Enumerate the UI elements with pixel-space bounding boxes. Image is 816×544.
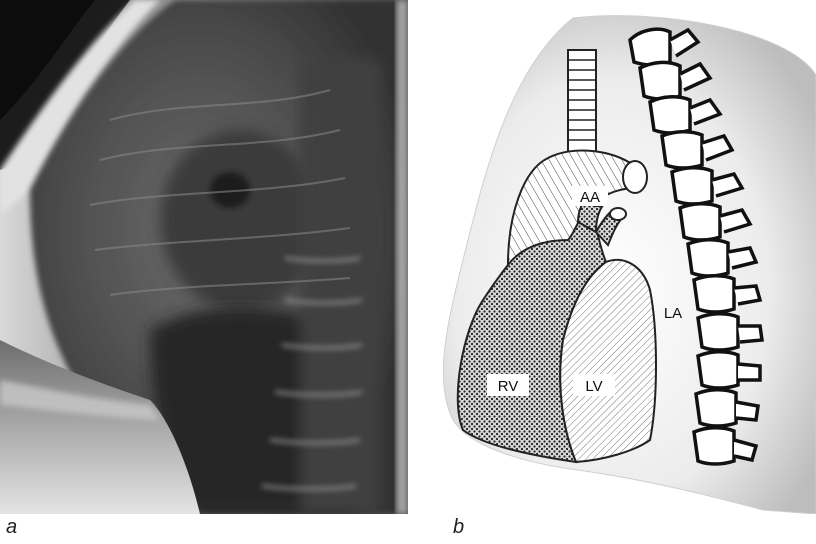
trachea bbox=[568, 50, 596, 155]
label-rv: RV bbox=[487, 374, 529, 396]
label-aa: AA bbox=[572, 186, 608, 206]
label-lv: LV bbox=[573, 374, 615, 396]
svg-text:LV: LV bbox=[585, 378, 602, 395]
svg-text:AA: AA bbox=[580, 189, 600, 206]
lateral-chest-xray-image bbox=[0, 0, 408, 514]
label-la: LA bbox=[664, 305, 682, 322]
panel-letter-a: a bbox=[6, 516, 17, 539]
aortic-arch-opening bbox=[623, 161, 647, 193]
panel-letter-b: b bbox=[453, 516, 464, 539]
svg-text:LA: LA bbox=[664, 305, 682, 322]
radiograph-panel bbox=[0, 0, 408, 514]
svg-text:RV: RV bbox=[498, 378, 519, 395]
lateral-heart-schematic: AA LA RV LV bbox=[408, 0, 816, 514]
schematic-panel: AA LA RV LV bbox=[408, 0, 816, 514]
